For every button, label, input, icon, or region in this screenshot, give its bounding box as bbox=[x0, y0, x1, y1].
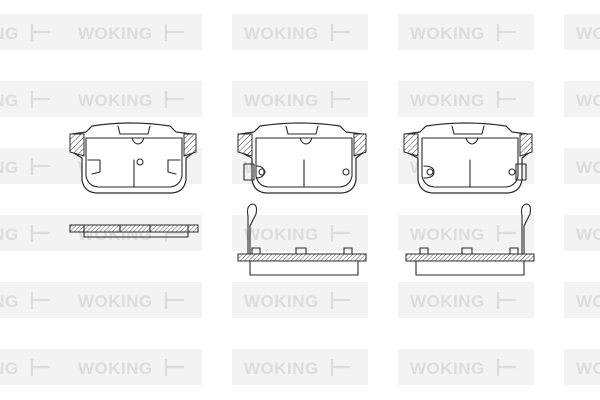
watermark-logo-mark bbox=[330, 91, 350, 108]
watermark-brand-text: WOKING bbox=[0, 225, 19, 244]
watermark-layer: WOKING WOKING WOKING WOKING WOKING WOKING WOKI… bbox=[0, 14, 600, 385]
watermark-brand-text: WOKING bbox=[0, 91, 19, 110]
watermark-tile: WOKING bbox=[398, 14, 534, 50]
watermark-tile: WOKING bbox=[66, 349, 202, 385]
watermark-logo-mark bbox=[164, 24, 184, 41]
watermark-logo-mark bbox=[164, 292, 184, 309]
watermark-brand-text: WOKING bbox=[410, 359, 485, 378]
watermark-brand-text: WOKING bbox=[576, 91, 600, 110]
watermark-tile: WOKING bbox=[398, 215, 534, 251]
watermark-tile: WOKING bbox=[232, 215, 368, 251]
watermark-logo-mark bbox=[496, 24, 516, 41]
watermark-logo-mark bbox=[164, 359, 184, 376]
watermark-tile: WOKING bbox=[0, 81, 68, 117]
watermark-brand-text: WOKING bbox=[244, 225, 319, 244]
watermark-tile: WOKING bbox=[0, 282, 68, 318]
watermark-logo-mark bbox=[30, 91, 50, 108]
watermark-brand-text: WOKING bbox=[576, 225, 600, 244]
watermark-logo-mark bbox=[30, 359, 50, 376]
watermark-tile: WOKING bbox=[564, 349, 600, 385]
pad-front-with-sensor bbox=[237, 122, 367, 194]
watermark-logo-mark bbox=[30, 24, 50, 41]
watermark-brand-text: WOKING bbox=[244, 24, 319, 43]
watermark-logo-mark bbox=[330, 24, 350, 41]
watermark-logo-mark bbox=[496, 292, 516, 309]
watermark-tile: WOKING bbox=[66, 282, 202, 318]
watermark-tile: WOKING bbox=[66, 14, 202, 50]
watermark-tile: WOKING bbox=[398, 349, 534, 385]
watermark-tile: WOKING bbox=[564, 282, 600, 318]
watermark-brand-text: WOKING bbox=[78, 359, 153, 378]
watermark-logo-mark bbox=[496, 91, 516, 108]
pad-side-with-clip-2 bbox=[405, 203, 535, 276]
watermark-tile: WOKING bbox=[564, 14, 600, 50]
watermark-tile: WOKING bbox=[66, 215, 202, 251]
watermark-brand-text: WOKING bbox=[576, 359, 600, 378]
watermark-brand-text: WOKING bbox=[0, 158, 19, 177]
watermark-brand-text: WOKING bbox=[576, 24, 600, 43]
watermark-brand-text: WOKING bbox=[410, 24, 485, 43]
watermark-brand-text: WOKING bbox=[576, 158, 600, 177]
watermark-logo-mark bbox=[30, 292, 50, 309]
watermark-brand-text: WOKING bbox=[78, 292, 153, 311]
watermark-logo-mark bbox=[496, 359, 516, 376]
watermark-tile: WOKING bbox=[0, 148, 68, 184]
watermark-tile: WOKING bbox=[564, 148, 600, 184]
watermark-logo-mark bbox=[330, 292, 350, 309]
watermark-tile: WOKING bbox=[398, 282, 534, 318]
watermark-brand-text: WOKING bbox=[244, 91, 319, 110]
pad-front-with-sensor-2 bbox=[403, 122, 533, 194]
watermark-brand-text: WOKING bbox=[244, 359, 319, 378]
watermark-tile: WOKING bbox=[398, 81, 534, 117]
watermark-tile: WOKING bbox=[232, 349, 368, 385]
watermark-brand-text: WOKING bbox=[78, 24, 153, 43]
watermark-brand-text: WOKING bbox=[0, 359, 19, 378]
watermark-logo-mark bbox=[30, 158, 50, 175]
watermark-brand-text: WOKING bbox=[410, 91, 485, 110]
pad-side-with-clip bbox=[237, 203, 367, 276]
watermark-tile: WOKING bbox=[564, 81, 600, 117]
watermark-brand-text: WOKING bbox=[410, 292, 485, 311]
watermark-brand-text: WOKING bbox=[0, 292, 19, 311]
watermark-logo-mark bbox=[30, 225, 50, 242]
watermark-tile: WOKING bbox=[232, 14, 368, 50]
watermark-logo-mark bbox=[330, 225, 350, 242]
watermark-tile: WOKING bbox=[0, 349, 68, 385]
pad-side-plain bbox=[69, 224, 199, 238]
watermark-tile: WOKING bbox=[66, 81, 202, 117]
watermark-tile: WOKING bbox=[232, 282, 368, 318]
watermark-logo-mark bbox=[164, 91, 184, 108]
watermark-logo-mark bbox=[330, 359, 350, 376]
watermark-tile: WOKING bbox=[0, 215, 68, 251]
pad-front-plain bbox=[69, 122, 197, 194]
watermark-tile: WOKING bbox=[0, 14, 68, 50]
watermark-logo-mark bbox=[496, 225, 516, 242]
watermark-brand-text: WOKING bbox=[410, 225, 485, 244]
watermark-tile: WOKING bbox=[232, 81, 368, 117]
watermark-brand-text: WOKING bbox=[244, 292, 319, 311]
watermark-brand-text: WOKING bbox=[576, 292, 600, 311]
watermark-tile: WOKING bbox=[564, 215, 600, 251]
watermark-brand-text: WOKING bbox=[0, 24, 19, 43]
watermark-brand-text: WOKING bbox=[78, 91, 153, 110]
